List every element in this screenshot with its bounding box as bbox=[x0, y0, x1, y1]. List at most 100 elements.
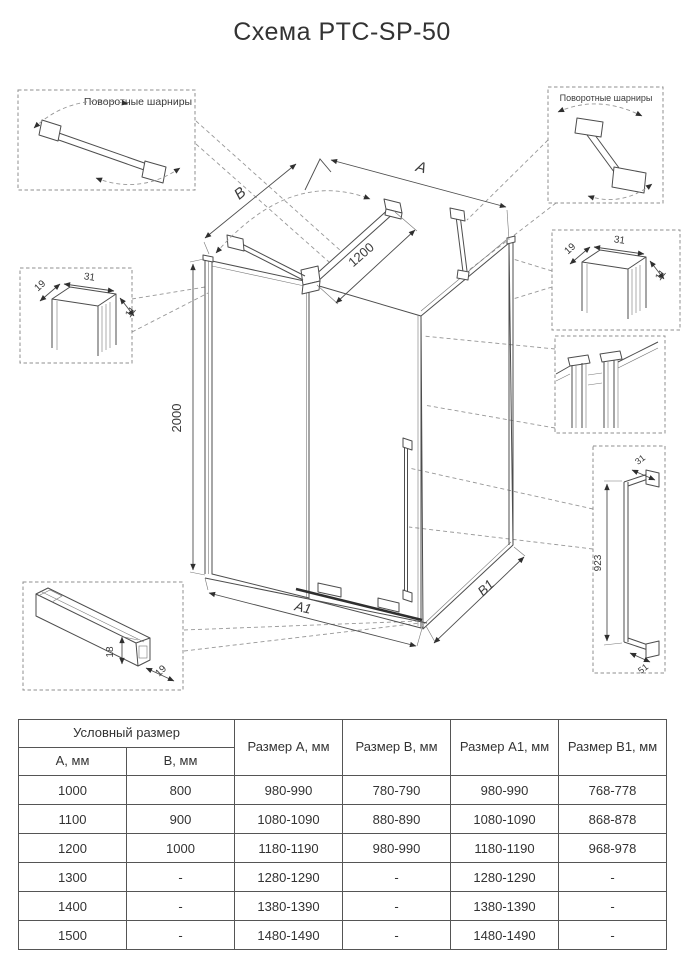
table-row: 1100 900 1080-1090 880-890 1080-1090 868… bbox=[18, 804, 668, 834]
table-cell: - bbox=[125, 920, 236, 950]
table-cell: 1180-1190 bbox=[450, 833, 560, 863]
table-cell: 1480-1490 bbox=[450, 920, 560, 950]
header-size-a1: Размер A1, мм bbox=[450, 719, 560, 776]
callout-handle: 923 31 51 bbox=[592, 445, 666, 676]
front-fixed-panel bbox=[211, 260, 310, 599]
header-size-b: Размер B, мм bbox=[342, 719, 452, 776]
table-cell: 900 bbox=[125, 804, 236, 834]
table-cell: 1380-1390 bbox=[450, 891, 560, 921]
dim-b-label: B bbox=[231, 184, 249, 204]
table-cell: 1480-1490 bbox=[234, 920, 344, 950]
callout-seal-joint bbox=[554, 335, 666, 434]
handle-d923: 923 bbox=[593, 554, 604, 571]
table-cell: 780-790 bbox=[342, 775, 452, 805]
left-wall-profile bbox=[202, 254, 214, 574]
table-row: 1000 800 980-990 780-790 980-990 768-778 bbox=[18, 775, 668, 805]
table-cell: - bbox=[558, 862, 668, 892]
table-cell: - bbox=[342, 891, 452, 921]
table-cell: 980-990 bbox=[342, 833, 452, 863]
table-cell: 1300 bbox=[18, 862, 127, 892]
dimension-b1: B1 bbox=[425, 546, 526, 644]
header-size-b1: Размер B1, мм bbox=[558, 719, 668, 776]
dim-b1-label: B1 bbox=[475, 577, 497, 599]
bottom-rail-drawing bbox=[35, 587, 151, 667]
wall-profile-left-drawing bbox=[51, 286, 117, 356]
hinge-left-label: Поворотные шарниры bbox=[84, 96, 192, 108]
table-cell: - bbox=[125, 891, 236, 921]
size-table-wrap: Условный размер Размер A, мм Размер B, м… bbox=[17, 719, 668, 950]
page-title: Схема PTC-SP-50 bbox=[233, 18, 451, 46]
callout-hinge-left: Поворотные шарниры bbox=[17, 89, 196, 191]
support-bar-front bbox=[226, 234, 306, 281]
table-cell: 1280-1290 bbox=[450, 862, 560, 892]
dimension-b: B bbox=[203, 163, 297, 255]
table-cell: 980-990 bbox=[234, 775, 344, 805]
table-cell: 980-990 bbox=[450, 775, 560, 805]
wall-left-d11: 11 bbox=[123, 305, 138, 320]
table-cell: 1100 bbox=[18, 804, 127, 834]
wall-profile-right-drawing bbox=[581, 249, 647, 319]
table-cell: - bbox=[558, 920, 668, 950]
dimensions: B A 1200 2000 bbox=[169, 158, 526, 648]
hinge-right-label: Поворотные шарниры bbox=[560, 93, 653, 103]
rail-d19: 19 bbox=[153, 663, 169, 679]
wall-left-d19: 19 bbox=[33, 278, 49, 294]
table-cell: 880-890 bbox=[342, 804, 452, 834]
table-cell: - bbox=[342, 862, 452, 892]
callout-wall-profile-left: 19 31 11 bbox=[19, 267, 139, 364]
wall-right-d31: 31 bbox=[613, 234, 626, 247]
table-cell: 1200 bbox=[18, 833, 127, 863]
dimension-a: A bbox=[304, 158, 510, 241]
table-row: 1300 - 1280-1290 - 1280-1290 - bbox=[18, 862, 668, 892]
size-table: Условный размер Размер A, мм Размер B, м… bbox=[17, 719, 668, 950]
table-cell: - bbox=[125, 862, 236, 892]
wall-left-d31: 31 bbox=[83, 271, 96, 284]
side-panel bbox=[420, 239, 514, 630]
table-cell: 868-878 bbox=[558, 804, 668, 834]
header-nominal-size: Условный размер bbox=[17, 719, 236, 748]
hinge-bar-drawing bbox=[33, 100, 181, 186]
table-cell: 968-978 bbox=[558, 833, 668, 863]
sliding-door bbox=[306, 282, 422, 629]
table-cell: 1280-1290 bbox=[234, 862, 344, 892]
dimension-2000: 2000 bbox=[169, 258, 206, 576]
table-cell: 1380-1390 bbox=[234, 891, 344, 921]
dim-a-label: A bbox=[413, 158, 428, 177]
table-cell: 800 bbox=[125, 775, 236, 805]
back-wall-profile bbox=[506, 235, 516, 545]
seal-joint-drawing bbox=[555, 341, 659, 428]
handle-d51: 51 bbox=[636, 662, 650, 676]
table-cell: 1180-1190 bbox=[234, 833, 344, 863]
table-row: 1400 - 1380-1390 - 1380-1390 - bbox=[18, 891, 668, 921]
callout-hinge-right: Поворотные шарниры bbox=[547, 86, 664, 204]
table-cell: 1080-1090 bbox=[234, 804, 344, 834]
header-size-a: Размер A, мм bbox=[234, 719, 344, 776]
callout-wall-profile-right: 19 31 11 bbox=[551, 229, 681, 331]
table-cell: 1000 bbox=[125, 833, 236, 863]
handle-drawing bbox=[623, 469, 660, 659]
support-bar-right bbox=[449, 207, 470, 281]
table-row: 1200 1000 1180-1190 980-990 1180-1190 96… bbox=[18, 833, 668, 863]
dim-2000-label: 2000 bbox=[169, 404, 184, 433]
table-cell: - bbox=[342, 920, 452, 950]
table-cell: - bbox=[558, 891, 668, 921]
dimension-a1: A1 bbox=[204, 577, 424, 648]
rail-d18: 18 bbox=[105, 646, 116, 658]
header-a-mm: A, мм bbox=[18, 747, 127, 776]
wall-right-d11: 11 bbox=[653, 268, 668, 283]
table-cell: 768-778 bbox=[558, 775, 668, 805]
table-row: 1500 - 1480-1490 - 1480-1490 - bbox=[18, 920, 668, 950]
wall-right-d19: 19 bbox=[563, 241, 579, 257]
door-handle bbox=[402, 437, 413, 603]
hinge-bracket-drawing bbox=[557, 103, 653, 201]
handle-d31: 31 bbox=[633, 453, 647, 467]
table-cell: 1500 bbox=[18, 920, 127, 950]
table-cell: 1080-1090 bbox=[450, 804, 560, 834]
support-bar-long bbox=[300, 198, 403, 295]
table-cell: 1000 bbox=[18, 775, 127, 805]
leader-lines bbox=[131, 120, 594, 652]
header-b-mm: B, мм bbox=[125, 747, 236, 776]
dim-a1-label: A1 bbox=[292, 598, 312, 617]
